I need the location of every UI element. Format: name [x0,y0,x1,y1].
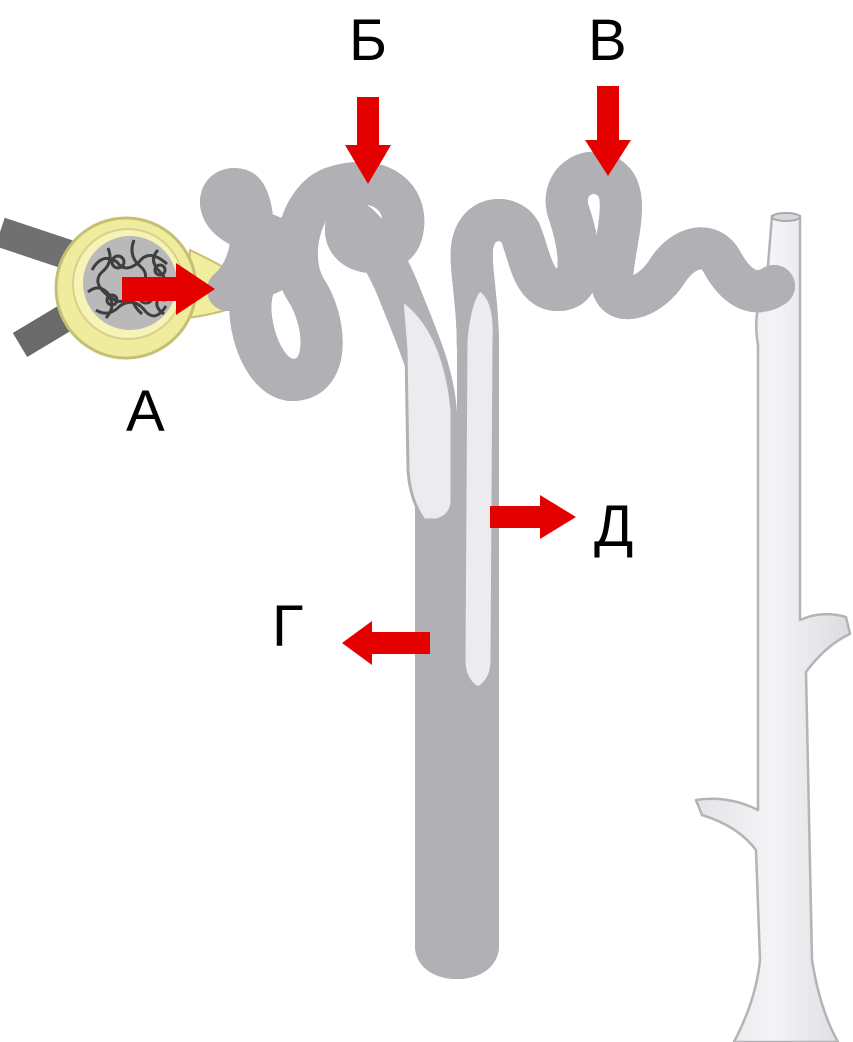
arrow-d [490,495,576,539]
label-b: Б [349,12,387,70]
nephron-tubule [221,173,774,958]
label-v: В [588,12,627,70]
label-a: А [126,383,165,441]
label-g: Г [272,598,303,656]
collecting-duct [696,213,850,1042]
label-d: Д [594,498,633,556]
